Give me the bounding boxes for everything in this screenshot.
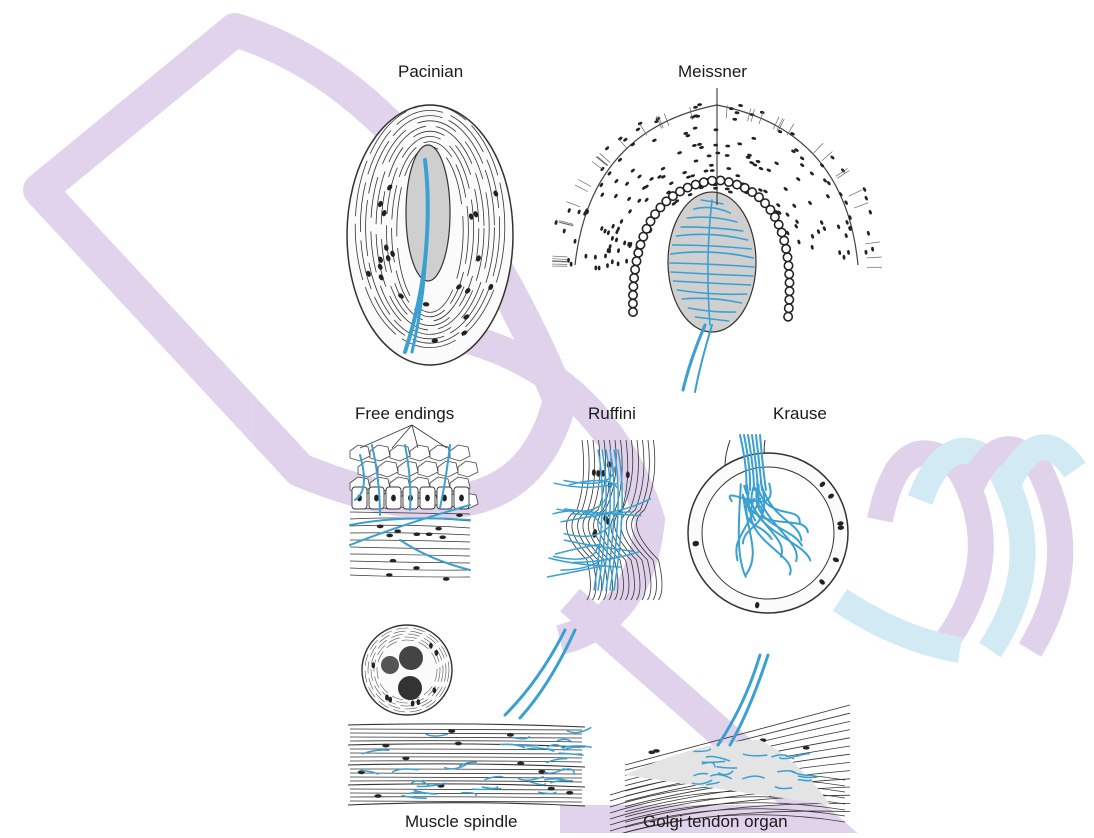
label-muscle-spindle: Muscle spindle xyxy=(405,813,517,830)
muscle-spindle xyxy=(348,625,591,806)
free-nerve-endings xyxy=(350,425,478,581)
krause-bulb xyxy=(688,435,848,613)
meissner-corpuscle xyxy=(552,88,882,392)
label-meissner: Meissner xyxy=(678,63,747,80)
label-krause: Krause xyxy=(773,405,827,422)
label-golgi-tendon-organ: Golgi tendon organ xyxy=(643,813,788,830)
pacinian-corpuscle xyxy=(347,105,513,365)
label-free-endings: Free endings xyxy=(355,405,454,422)
label-pacinian: Pacinian xyxy=(398,63,463,80)
watermark xyxy=(40,30,1075,820)
label-ruffini: Ruffini xyxy=(588,405,636,422)
